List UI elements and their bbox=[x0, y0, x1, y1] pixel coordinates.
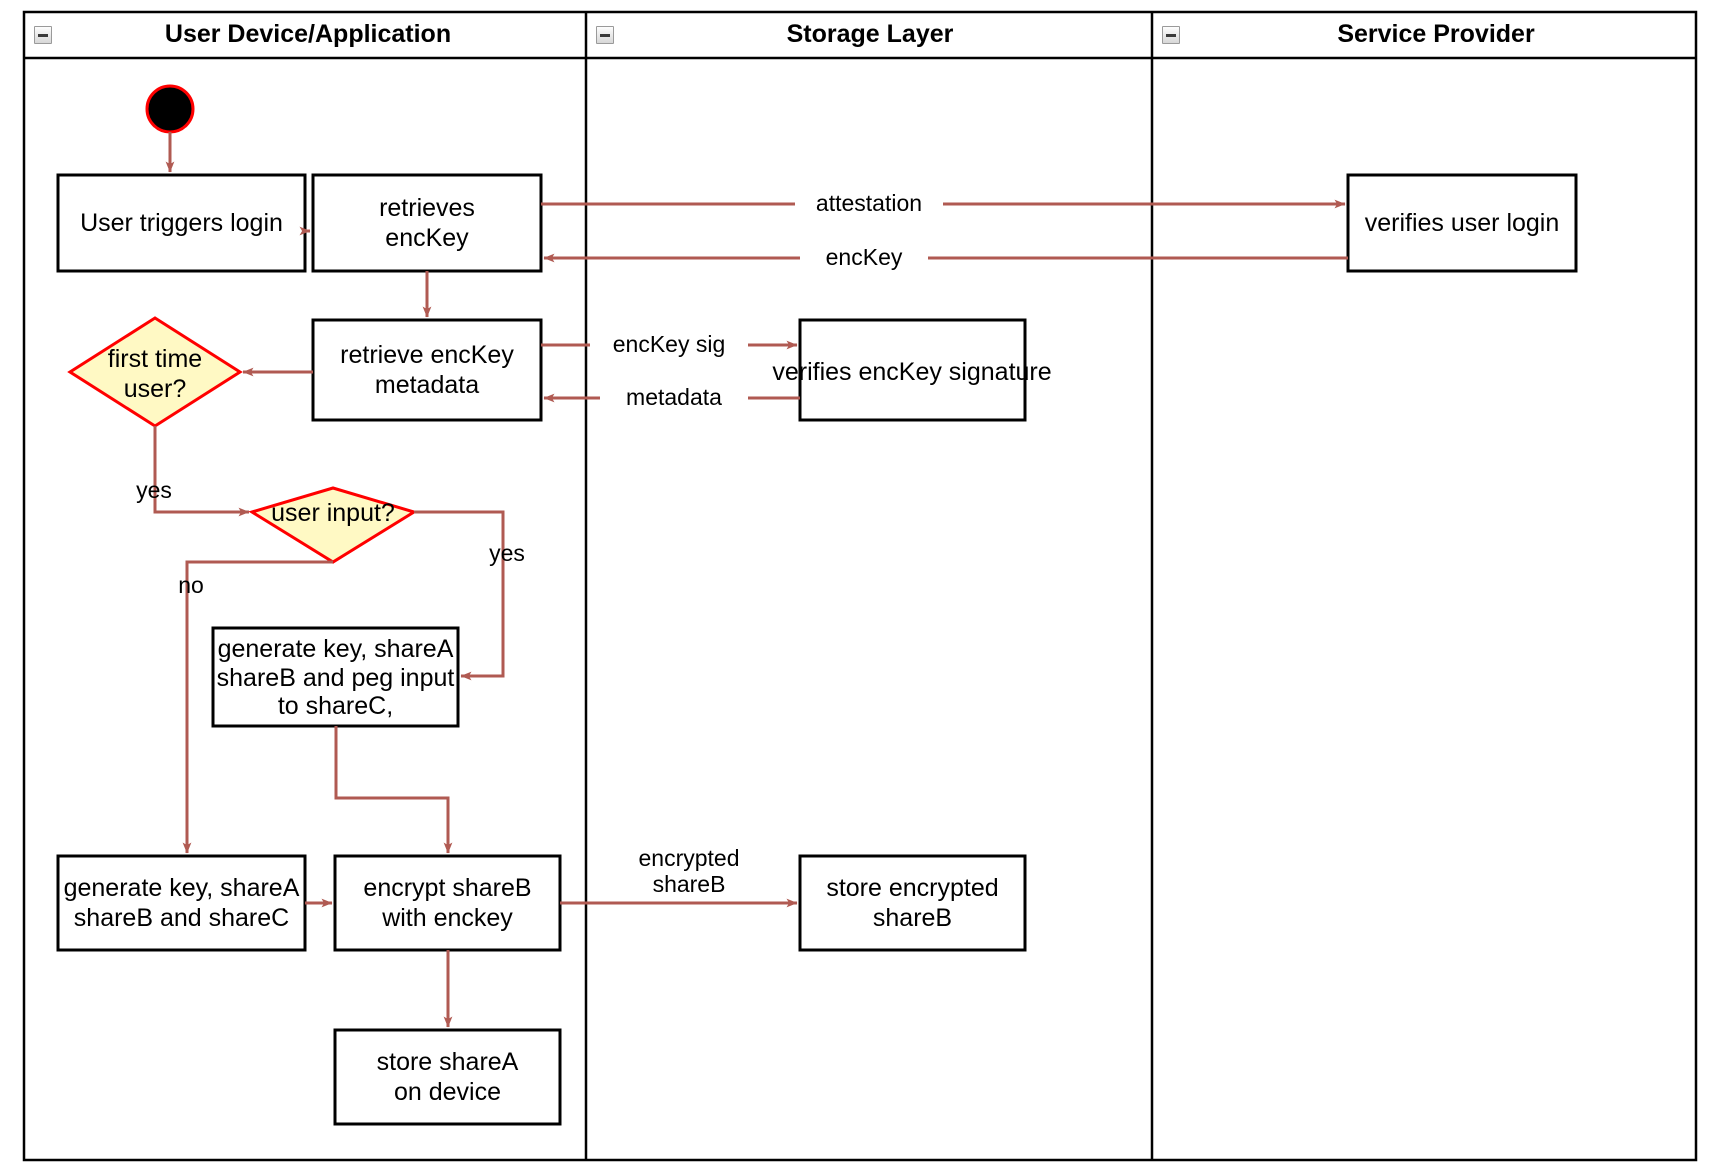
node-first-time-user bbox=[67, 316, 243, 428]
edge-userinput-yes bbox=[414, 510, 505, 681]
edge-label-yes-user-input: yes bbox=[489, 540, 525, 566]
node-user-triggers-login bbox=[56, 173, 307, 273]
node-store-encrypted-shareb bbox=[798, 854, 1027, 952]
edge-label-line: shareB bbox=[652, 871, 726, 898]
initial-node bbox=[145, 84, 195, 134]
edge-label-metadata: metadata bbox=[600, 384, 748, 411]
lane-title-user-device: User Device/Application bbox=[164, 20, 452, 48]
node-retrieves-enckey bbox=[311, 173, 543, 273]
lane-title-storage-layer: Storage Layer bbox=[786, 20, 954, 48]
node-generate-sharea-b-c bbox=[56, 854, 307, 952]
edge-label-enckey-sig: encKey sig bbox=[590, 331, 748, 358]
collapse-lane-storage-layer-icon[interactable] bbox=[596, 26, 614, 44]
edge-label-line: encrypted bbox=[638, 845, 740, 871]
node-user-input-diamond bbox=[248, 486, 418, 564]
node-generate-peg-input bbox=[211, 626, 460, 728]
collapse-lane-user-device-icon[interactable] bbox=[34, 26, 52, 44]
node-verifies-enckey-signature bbox=[798, 318, 1027, 422]
edge-label-no-user-input: no bbox=[178, 572, 204, 598]
lane-title-service-provider: Service Provider bbox=[1337, 20, 1535, 48]
edge-userinput-no bbox=[182, 560, 333, 854]
edge-label-attestation: attestation bbox=[795, 190, 943, 217]
collapse-lane-service-provider-icon[interactable] bbox=[1162, 26, 1180, 44]
edge-label-encrypted-shareb: encrypted shareB bbox=[605, 845, 773, 898]
node-store-sharea-on-device bbox=[333, 1028, 562, 1126]
decision-node-shapes bbox=[67, 316, 418, 564]
action-node-shapes bbox=[56, 173, 1578, 1126]
edge-label-enckey: encKey bbox=[800, 244, 928, 271]
node-retrieve-enckey-metadata bbox=[311, 318, 543, 422]
edge-label-yes-first-time: yes bbox=[136, 477, 172, 503]
edge-peg-to-encrypt bbox=[334, 726, 453, 854]
edge-firsttime-yes bbox=[153, 426, 250, 517]
node-verifies-user-login bbox=[1346, 173, 1578, 273]
node-encrypt-shareb bbox=[333, 854, 562, 952]
